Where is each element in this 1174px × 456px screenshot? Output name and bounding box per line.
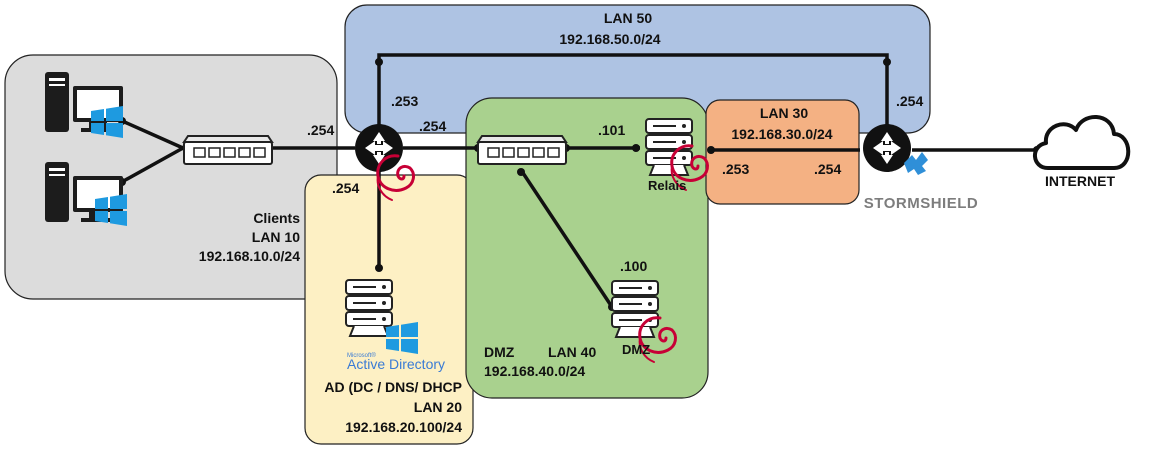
clients-subnet: 192.168.10.0/24: [199, 248, 300, 264]
ad-subnet: 192.168.20.100/24: [345, 419, 462, 435]
dmz-name: DMZ: [484, 344, 515, 360]
addr-dmz-server: .100: [620, 258, 647, 274]
lan30-title: LAN 30: [760, 105, 808, 121]
addr-firewall-lan30: .254: [814, 161, 841, 177]
stormshield-label: STORMSHIELD: [864, 195, 978, 212]
clients-switch: [183, 135, 273, 165]
stormshield-firewall: [863, 124, 911, 172]
dmz-lan: LAN 40: [548, 344, 596, 360]
ad-logo-microsoft: Microsoft®: [347, 352, 376, 359]
stormshield-logo-icon: [904, 152, 928, 175]
dmz-server-label: DMZ: [622, 342, 650, 357]
addr-router-dmz: .254: [419, 118, 446, 134]
addr-router-clients: .254: [307, 122, 334, 138]
internet-label: INTERNET: [1045, 173, 1115, 189]
clients-lan: LAN 10: [252, 229, 300, 245]
ad-server: [345, 279, 393, 337]
lan50-title: LAN 50: [604, 10, 652, 26]
ad-lan: LAN 20: [414, 399, 462, 415]
lan30-subnet: 192.168.30.0/24: [731, 126, 832, 142]
clients-name: Clients: [253, 210, 300, 226]
addr-relais-dmz: .101: [598, 122, 625, 138]
ad-logo-text: Active Directory: [347, 356, 445, 372]
dmz-switch: [477, 135, 567, 165]
addr-router-lan50: .253: [391, 93, 418, 109]
dmz-server: [611, 280, 659, 338]
addr-router-ad: .254: [332, 180, 359, 196]
dmz-subnet: 192.168.40.0/24: [484, 363, 585, 379]
addr-relais-lan30: .253: [722, 161, 749, 177]
lan50-subnet: 192.168.50.0/24: [559, 31, 660, 47]
addr-firewall-lan50: .254: [896, 93, 923, 109]
relais-label: Relais: [648, 178, 686, 193]
zone-lan30: [705, 99, 860, 205]
cloud-icon: [1033, 115, 1131, 170]
connection-lines: [119, 53, 1037, 308]
ad-name: AD (DC / DNS/ DHCP: [324, 379, 462, 395]
